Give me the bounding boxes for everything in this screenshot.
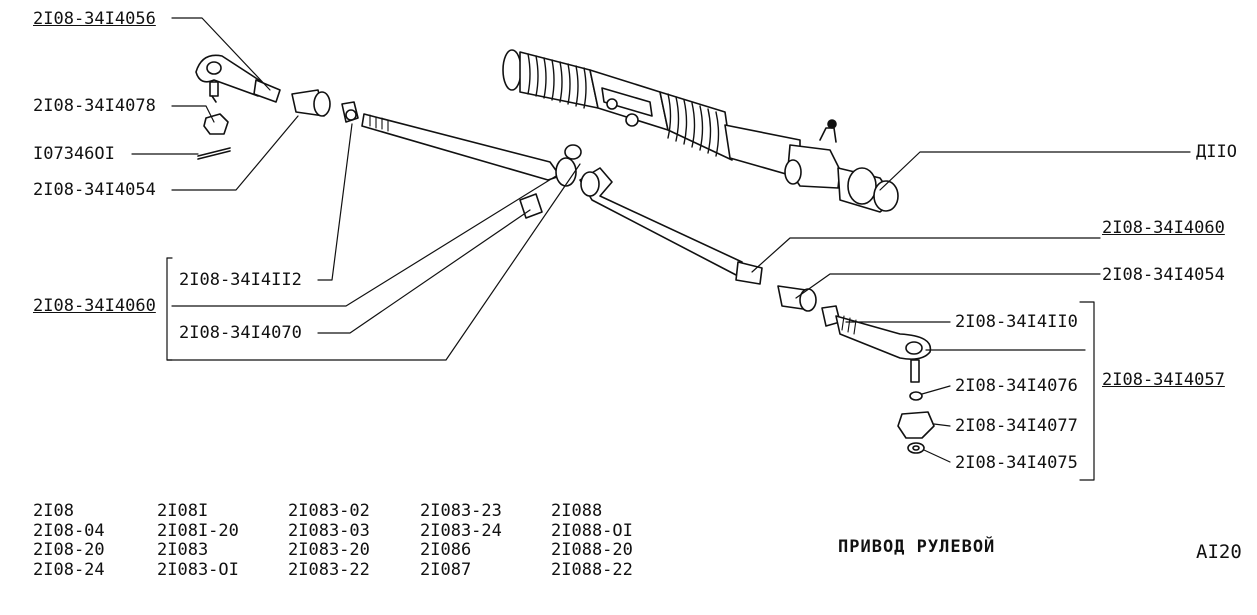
callout-label: 2I08-34I4054	[33, 180, 156, 200]
callout-label: 2I08-34I4060	[33, 296, 156, 316]
model-code: 2I08I	[157, 501, 209, 521]
steering-rack-assembly	[502, 49, 899, 213]
model-code: 2I083-23	[420, 501, 502, 521]
model-code: 2I08-04	[33, 520, 105, 541]
callout-label: 2I08-34I4076	[955, 376, 1078, 396]
left-nut-and-cotter	[197, 113, 231, 160]
model-code: 2I08-24	[33, 559, 105, 580]
model-code: 2I088-OI	[551, 520, 633, 541]
callout-label: I07346OI	[33, 144, 115, 164]
callout-label: 2I08-34I4077	[955, 416, 1078, 436]
leader-lines	[131, 17, 1191, 481]
left-adjusting-sleeve	[291, 89, 359, 123]
model-code: 2I08-20	[33, 540, 105, 560]
model-code: 2I086	[420, 540, 472, 560]
page-title: ПРИВОД РУЛЕВОЙ	[838, 537, 996, 557]
model-code: 2I088	[551, 501, 603, 521]
model-code: 2I088-22	[551, 559, 633, 580]
model-code: 2I088-20	[551, 540, 633, 560]
right-tie-rod-end	[835, 315, 932, 383]
callout-label: 2I08-34I4056	[33, 9, 156, 29]
callout-label: 2I08-34I4II2	[179, 270, 302, 290]
callout-label: 2I08-34I4070	[179, 323, 302, 343]
model-column-2: 2I08I 2I08I-20 2I083 2I083-OI	[157, 501, 239, 580]
callout-label: 2I08-34I4II0	[955, 312, 1078, 332]
callout-label: 2I08-34I4078	[33, 96, 156, 116]
model-column-1: 2I08 2I08-04 2I08-20 2I08-24	[33, 501, 105, 580]
model-code: 2I083	[157, 540, 209, 560]
page-code: AI20	[1196, 541, 1242, 563]
left-tie-rod	[361, 113, 582, 219]
callout-label: 2I08-34I4054	[1102, 265, 1225, 285]
right-tie-rod	[579, 167, 763, 285]
callout-label: 2I08-34I4057	[1102, 370, 1225, 390]
callout-label: 2I08-34I4060	[1102, 218, 1225, 238]
right-adjusting-sleeve	[777, 285, 841, 327]
model-column-4: 2I083-23 2I083-24 2I086 2I087	[420, 501, 502, 580]
model-code: 2I083-24	[420, 520, 502, 541]
model-code: 2I083-22	[288, 559, 370, 580]
right-boot-and-nuts	[897, 391, 935, 454]
model-code: 2I083-03	[288, 520, 370, 541]
model-column-5: 2I088 2I088-OI 2I088-20 2I088-22	[551, 501, 633, 580]
model-code: 2I083-OI	[157, 559, 239, 580]
model-code: 2I08I-20	[157, 520, 239, 541]
callout-label: ДIIO	[1196, 142, 1237, 162]
callout-label: 2I08-34I4075	[955, 453, 1078, 473]
model-code: 2I083-02	[288, 501, 370, 521]
model-code: 2I083-20	[288, 540, 370, 560]
model-code: 2I087	[420, 559, 472, 580]
model-column-3: 2I083-02 2I083-03 2I083-20 2I083-22	[288, 501, 370, 580]
model-code: 2I08	[33, 501, 74, 521]
left-tie-rod-end	[195, 54, 281, 103]
